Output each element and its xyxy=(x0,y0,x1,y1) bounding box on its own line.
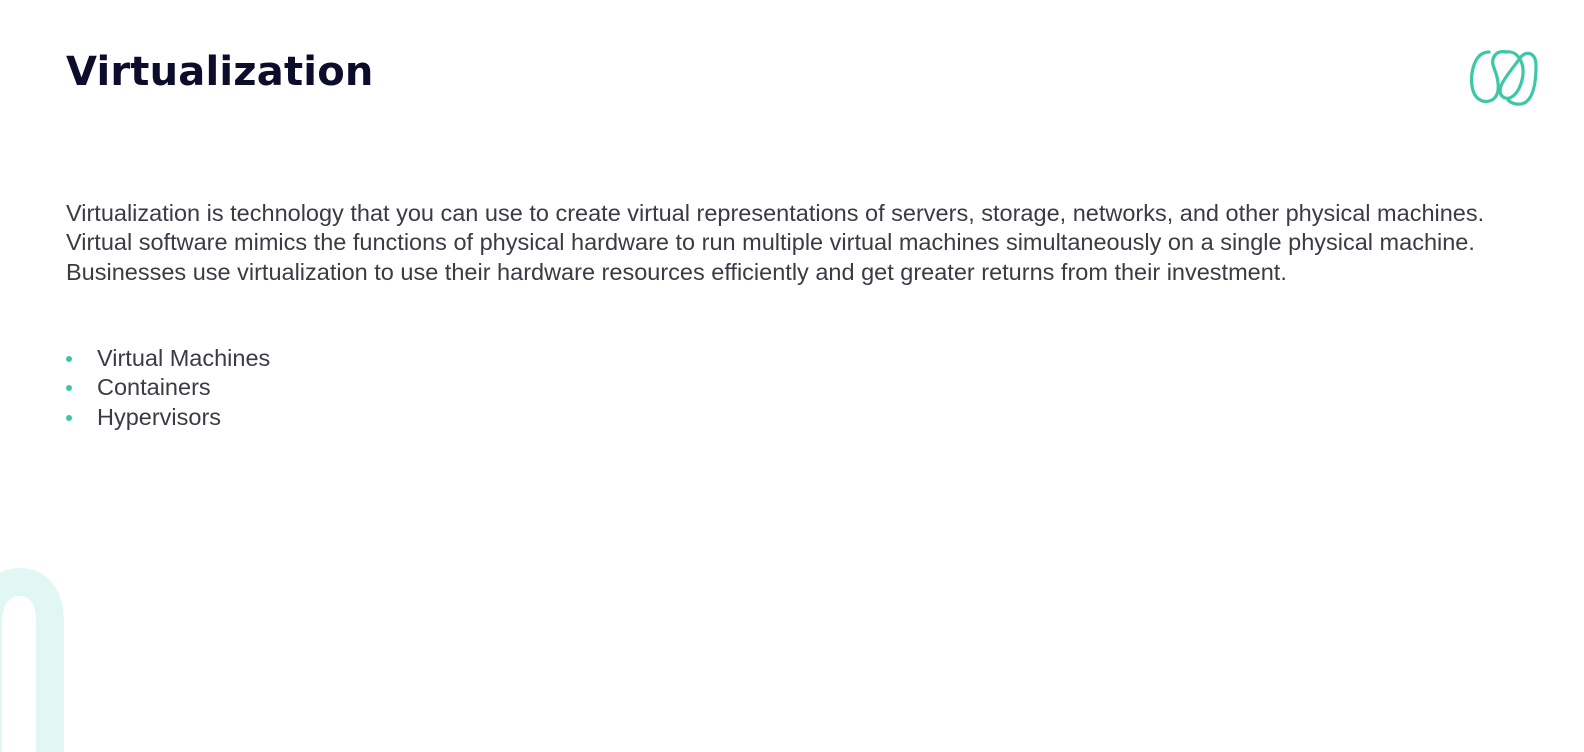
page-title: Virtualization xyxy=(66,49,374,95)
dot-bullet-icon xyxy=(66,385,72,392)
list-item-label: Virtual Machines xyxy=(97,345,271,371)
list-item-label: Containers xyxy=(97,374,211,401)
dot-bullet-icon xyxy=(66,414,72,421)
dot-bullet-icon xyxy=(66,356,72,362)
list-item-label: Hypervisors xyxy=(97,403,222,430)
list-item: Containers xyxy=(66,373,270,402)
loop-logo-icon xyxy=(1469,50,1538,106)
list-item: Virtual Machines xyxy=(66,344,270,373)
list-item: Hypervisors xyxy=(66,403,270,432)
body-paragraph: Virtualization is technology that you ca… xyxy=(66,200,1485,285)
bullet-list: Virtual Machines Containers Hypervisors xyxy=(66,344,270,432)
arch-decoration xyxy=(0,567,64,752)
slide: Virtualization Virtualization is technol… xyxy=(0,49,1538,752)
